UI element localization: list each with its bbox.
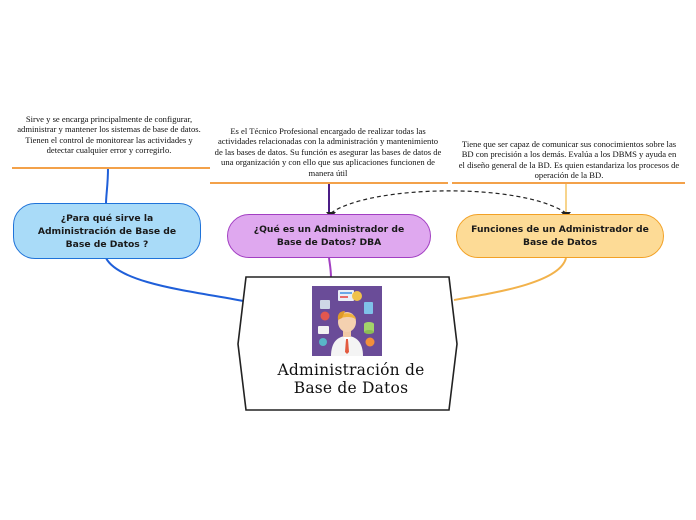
note-left: Sirve y se encarga principalmente de con…	[17, 114, 201, 156]
branch-purpose-pill[interactable]: ¿Para qué sirve la Administración de Bas…	[13, 203, 201, 259]
database-administrator-illustration-icon	[312, 286, 382, 356]
blue-note-connector	[105, 167, 109, 205]
note-rule-right	[452, 182, 685, 184]
branch-dba-pill[interactable]: ¿Qué es un Administrador de Base de Dato…	[227, 214, 431, 258]
central-topic-title[interactable]: Administración de Base de Datos	[277, 361, 425, 397]
blue-branch-connector	[105, 257, 249, 303]
branch-purpose-label: ¿Para qué sirve la Administración de Bas…	[37, 212, 177, 250]
note-rule-left	[12, 167, 210, 169]
note-right: Tiene que ser capaz de comunicar sus con…	[458, 139, 680, 181]
note-rule-middle	[210, 182, 448, 184]
branch-functions-label: Funciones de un Administrador de Base de…	[471, 224, 649, 248]
dashed-relation-connector	[330, 190, 567, 214]
purple-branch-connector	[328, 257, 332, 279]
note-middle: Es el Técnico Profesional encargado de r…	[214, 126, 442, 178]
branch-dba-label: ¿Qué es un Administrador de Base de Dato…	[253, 224, 405, 248]
branch-functions-pill[interactable]: Funciones de un Administrador de Base de…	[456, 214, 664, 258]
orange-branch-connector	[453, 257, 567, 301]
